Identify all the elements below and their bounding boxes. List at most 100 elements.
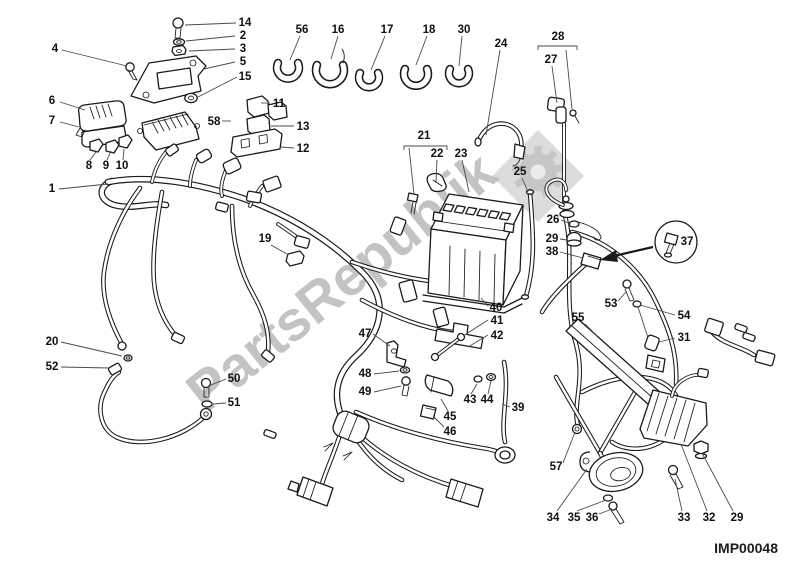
connector-bands	[338, 412, 359, 441]
cable-stroke	[352, 428, 456, 487]
clamp-52	[107, 362, 123, 376]
solenoid-45	[424, 374, 454, 397]
battery-holddown	[430, 322, 484, 362]
fuse-box-group	[75, 100, 133, 154]
leader-line-30	[458, 35, 463, 67]
washer-44-hole	[488, 375, 494, 379]
callout-21: 21	[418, 130, 431, 142]
bolt-50-head	[200, 377, 212, 389]
detail-arrow-head	[600, 250, 618, 262]
pos-cable-cluster	[542, 220, 602, 312]
strap-eyelet	[456, 332, 466, 342]
clip-19	[285, 250, 305, 267]
connector-plug	[164, 143, 180, 157]
leader-line-48	[373, 370, 400, 375]
leader-line-40	[480, 297, 489, 307]
terminal-bolt-shaft	[410, 201, 417, 215]
gear-hole	[530, 164, 546, 180]
horn-disc	[588, 451, 644, 493]
spade-terminals	[323, 442, 353, 461]
leader-line-23	[461, 159, 470, 193]
callout-51: 51	[228, 397, 241, 409]
plate-edge	[571, 325, 655, 400]
tube-cap	[520, 294, 530, 300]
callout-36: 36	[586, 512, 599, 524]
relay-socket	[432, 306, 450, 328]
relay-bracket-12	[230, 128, 283, 158]
spare-fuse-8	[89, 138, 104, 153]
leader-line-52	[60, 366, 111, 369]
ground-eyelet	[199, 407, 213, 421]
bolt-36-head	[608, 501, 618, 511]
callout-55: 55	[572, 312, 585, 324]
leader-line-54	[639, 304, 676, 316]
nut-3	[171, 44, 187, 57]
callout-18: 18	[423, 24, 436, 36]
leader-line-5	[203, 61, 236, 70]
connector-plug	[293, 235, 311, 249]
leader-line-28	[565, 49, 573, 110]
callout-32: 32	[703, 512, 716, 524]
leader-line-42	[467, 334, 489, 348]
leader-line-17	[370, 35, 386, 71]
bolt-33-head	[667, 464, 679, 476]
wire-eyelet	[117, 341, 127, 351]
callout-28: 28	[552, 31, 565, 43]
callout-43: 43	[464, 394, 477, 406]
leader-line-20	[60, 341, 123, 357]
leader-line-49	[373, 385, 402, 393]
callout-11: 11	[273, 98, 286, 110]
wire-stroke	[277, 223, 299, 239]
leader-line-44	[487, 380, 492, 395]
leader-line-22	[435, 159, 438, 184]
callout-26: 26	[547, 214, 560, 226]
leader-line-38	[559, 251, 584, 259]
spare-fuse-10	[118, 134, 133, 149]
bullet-terminal	[742, 332, 756, 342]
leader-line-41	[462, 319, 489, 337]
leader-line-35	[576, 499, 607, 512]
battery-terminal-pos	[503, 222, 515, 234]
callout-54: 54	[678, 310, 691, 322]
callout-16: 16	[332, 24, 345, 36]
callout-47: 47	[359, 328, 372, 340]
callout-42: 42	[491, 330, 504, 342]
callout-27: 27	[545, 54, 558, 66]
callout-6: 6	[49, 95, 55, 107]
plate-hole	[142, 91, 150, 99]
connector-plug	[389, 216, 407, 236]
callout-5: 5	[240, 56, 247, 68]
jumper-plug	[754, 349, 776, 367]
connector-plug	[262, 175, 282, 193]
callout-23: 23	[455, 148, 468, 160]
callout-bracket-0	[403, 145, 448, 150]
grommet-15-hole	[187, 95, 195, 101]
leader-line-3	[188, 48, 236, 52]
relay-socket	[398, 279, 418, 303]
leader-line-32	[680, 443, 708, 512]
callout-52: 52	[46, 361, 59, 373]
callout-34: 34	[547, 512, 560, 524]
washer-35	[602, 494, 614, 502]
callout-19: 19	[259, 233, 272, 245]
relay-58	[267, 101, 288, 121]
detail-arrow-shaft	[613, 245, 654, 258]
leader-line-29	[559, 238, 568, 241]
regulator-plate-group	[565, 279, 666, 406]
spacer-31	[644, 334, 660, 352]
clip-30	[449, 69, 469, 83]
callout-45: 45	[444, 411, 457, 423]
harness-connectors	[117, 143, 484, 508]
callout-41: 41	[491, 315, 504, 327]
rivet-pin	[665, 242, 675, 255]
callout-10: 10	[116, 160, 129, 172]
leader-line-19	[270, 244, 288, 255]
cable-lug-38	[580, 252, 602, 270]
cable-boot	[494, 446, 516, 464]
regulator-fins	[646, 392, 696, 443]
callout-25: 25	[514, 166, 527, 178]
leader-line-36	[598, 508, 613, 515]
connector-tip	[287, 480, 300, 493]
